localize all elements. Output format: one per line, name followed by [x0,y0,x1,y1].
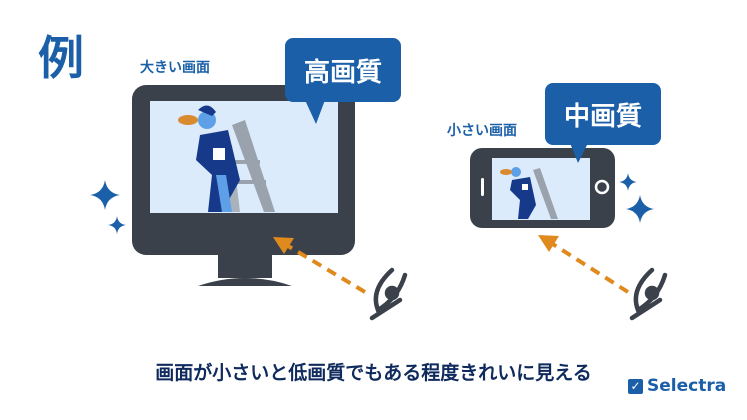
sparkle-icons [90,173,654,234]
eye-icons [369,267,668,321]
monitor [132,85,355,286]
high-quality-bubble: 高画質 [285,38,401,102]
large-screen-label: 大きい画面 [140,60,210,76]
person-with-binoculars-large [178,105,275,212]
example-heading: 例 [38,31,84,85]
medium-quality-bubble: 中画質 [545,83,661,145]
selectra-logo: ✓ Selectra [628,376,726,396]
caption: 画面が小さいと低画質でもある程度きれいに見える [155,362,592,384]
check-icon: ✓ [628,378,643,394]
brand-name: Selectra [647,376,727,396]
small-screen-label: 小さい画面 [447,123,517,139]
person-with-binoculars-small [500,167,558,219]
